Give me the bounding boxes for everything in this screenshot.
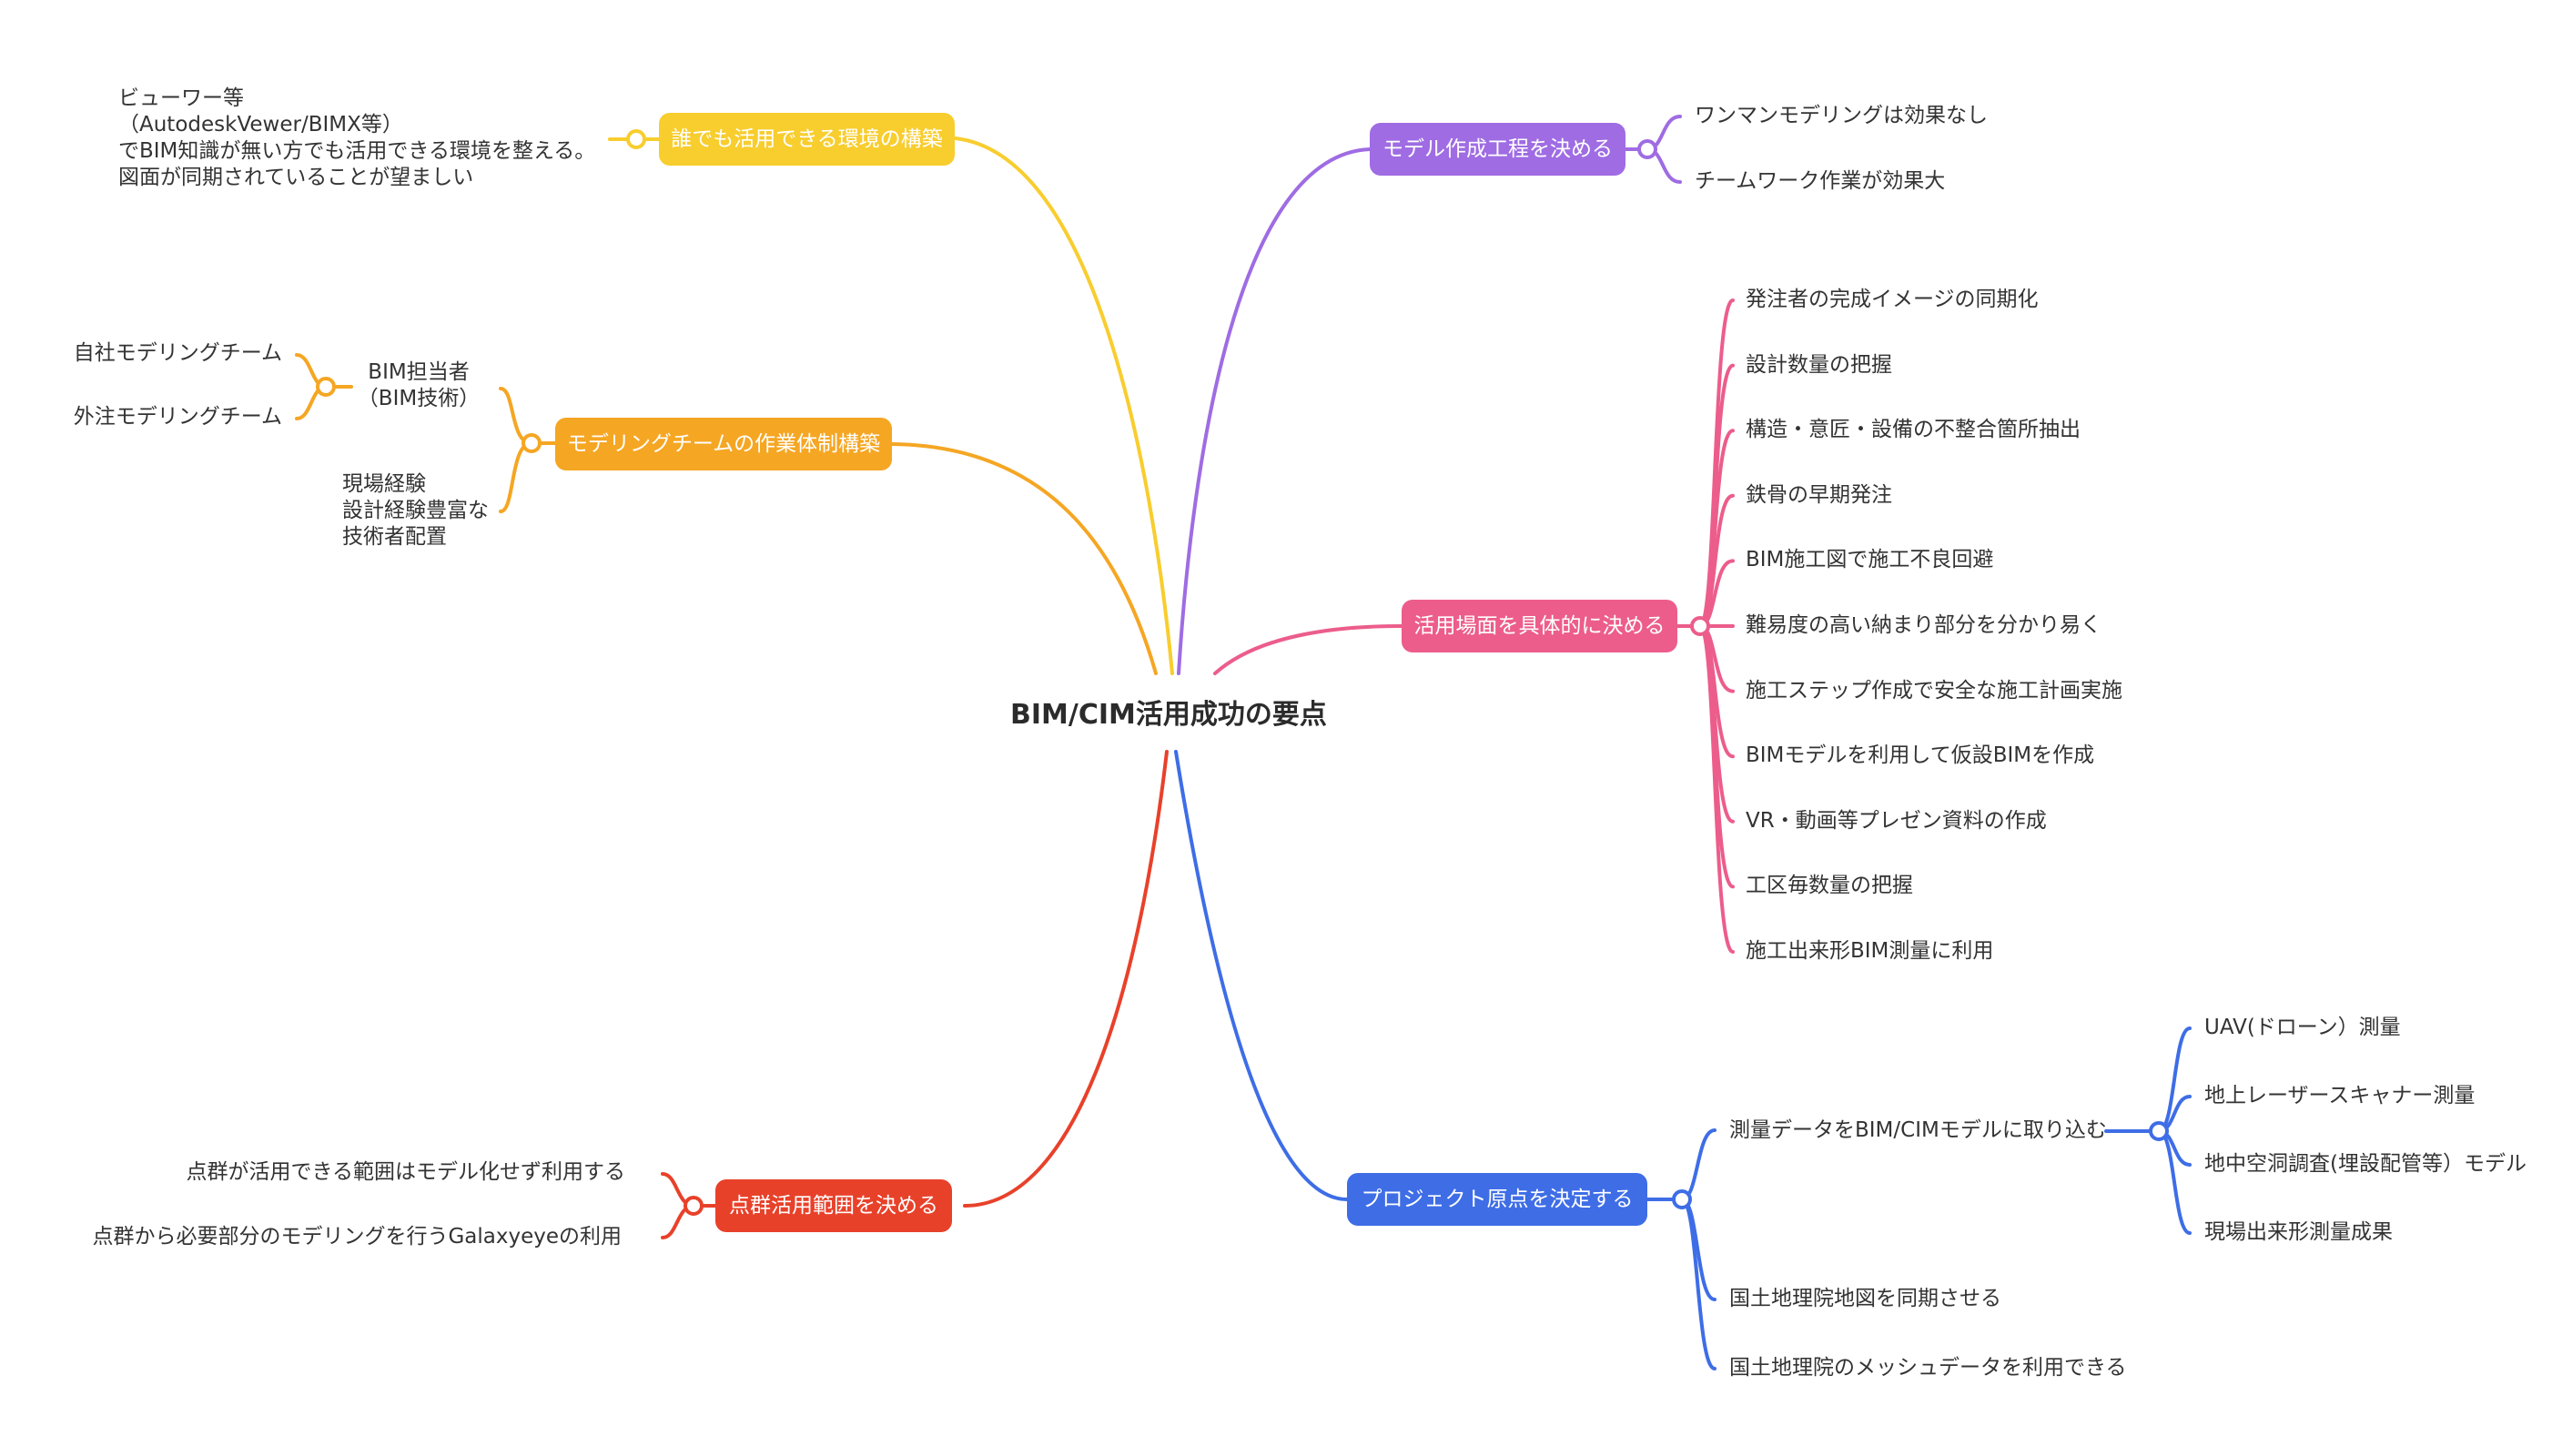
team-outsourced-modeling[interactable]: 外注モデリングチーム xyxy=(73,405,282,429)
usage-item[interactable]: 施工ステップ作成で安全な施工計画実施 xyxy=(1746,678,2122,703)
survey-item-uav[interactable]: UAV(ドローン）測量 xyxy=(2204,1016,2401,1039)
branch-line-team xyxy=(890,442,1158,675)
usage-item[interactable]: 設計数量の把握 xyxy=(1746,352,1892,377)
topic-process[interactable]: モデル作成工程を決める xyxy=(1370,123,1625,176)
bim-person-label[interactable]: BIM担当者 （BIM技術） xyxy=(357,360,481,410)
usage-connector-group xyxy=(1698,298,1735,954)
topic-env[interactable]: 誰でも活用できる環境の構築 xyxy=(659,113,955,166)
branch-line-process xyxy=(1177,147,1372,675)
origin-gsi-mesh[interactable]: 国土地理院のメッシュデータを利用できる xyxy=(1729,1356,2127,1380)
usage-item[interactable]: 構造・意匠・設備の不整合箇所抽出 xyxy=(1746,418,2081,442)
usage-item[interactable]: VR・動画等プレゼン資料の作成 xyxy=(1746,808,2047,833)
survey-item-underground[interactable]: 地中空洞調査(埋設配管等）モデル xyxy=(2204,1152,2527,1176)
usage-item[interactable]: 発注者の完成イメージの同期化 xyxy=(1746,288,2039,311)
usage-item[interactable]: 施工出来形BIM測量に利用 xyxy=(1746,939,1994,963)
pointcloud-item-1[interactable]: 点群が活用できる範囲はモデル化せず利用する xyxy=(186,1160,625,1184)
usage-item[interactable]: BIM施工図で施工不良回避 xyxy=(1746,548,1994,572)
branch-line-pointcloud xyxy=(963,750,1169,1208)
branch-line-usage xyxy=(1213,624,1403,675)
usage-item[interactable]: 鉄骨の早期発注 xyxy=(1746,482,1892,507)
usage-item[interactable]: BIMモデルを利用して仮設BIMを作成 xyxy=(1746,743,2095,768)
usage-item[interactable]: 工区毎数量の把握 xyxy=(1746,874,1913,898)
origin-gsi-map[interactable]: 国土地理院地図を同期させる xyxy=(1729,1287,2001,1310)
survey-item-laser[interactable]: 地上レーザースキャナー測量 xyxy=(2204,1084,2476,1107)
field-experience-label[interactable]: 現場経験 設計経験豊富な 技術者配置 xyxy=(342,472,489,549)
process-item-2[interactable]: チームワーク作業が効果大 xyxy=(1695,169,1946,193)
team-own-modeling[interactable]: 自社モデリングチーム xyxy=(73,341,282,365)
survey-item-asbuilt[interactable]: 現場出来形測量成果 xyxy=(2204,1220,2393,1244)
topic-origin[interactable]: プロジェクト原点を決定する xyxy=(1347,1173,1647,1226)
topic-usage[interactable]: 活用場面を具体的に決める xyxy=(1402,600,1677,652)
branch-line-origin xyxy=(1174,750,1349,1201)
process-item-1[interactable]: ワンマンモデリングは効果なし xyxy=(1695,104,1988,127)
topic-pointcloud[interactable]: 点群活用範囲を決める xyxy=(715,1179,952,1232)
origin-survey[interactable]: 測量データをBIM/CIMモデルに取り込む xyxy=(1729,1118,2107,1142)
usage-connector xyxy=(1698,624,1735,954)
usage-item[interactable]: 難易度の高い納まり部分を分かり易く xyxy=(1746,613,2101,637)
topic-team[interactable]: モデリングチームの作業体制構築 xyxy=(555,418,892,470)
central-topic[interactable]: BIM/CIM活用成功の要点 xyxy=(1010,699,1327,731)
env-note[interactable]: ビューワー等 （AutodeskVewer/BIMX等） でBIM知識が無い方で… xyxy=(118,86,596,189)
branch-line-env xyxy=(954,136,1174,675)
pointcloud-item-2[interactable]: 点群から必要部分のモデリングを行うGalaxyeyeの利用 xyxy=(92,1225,622,1249)
